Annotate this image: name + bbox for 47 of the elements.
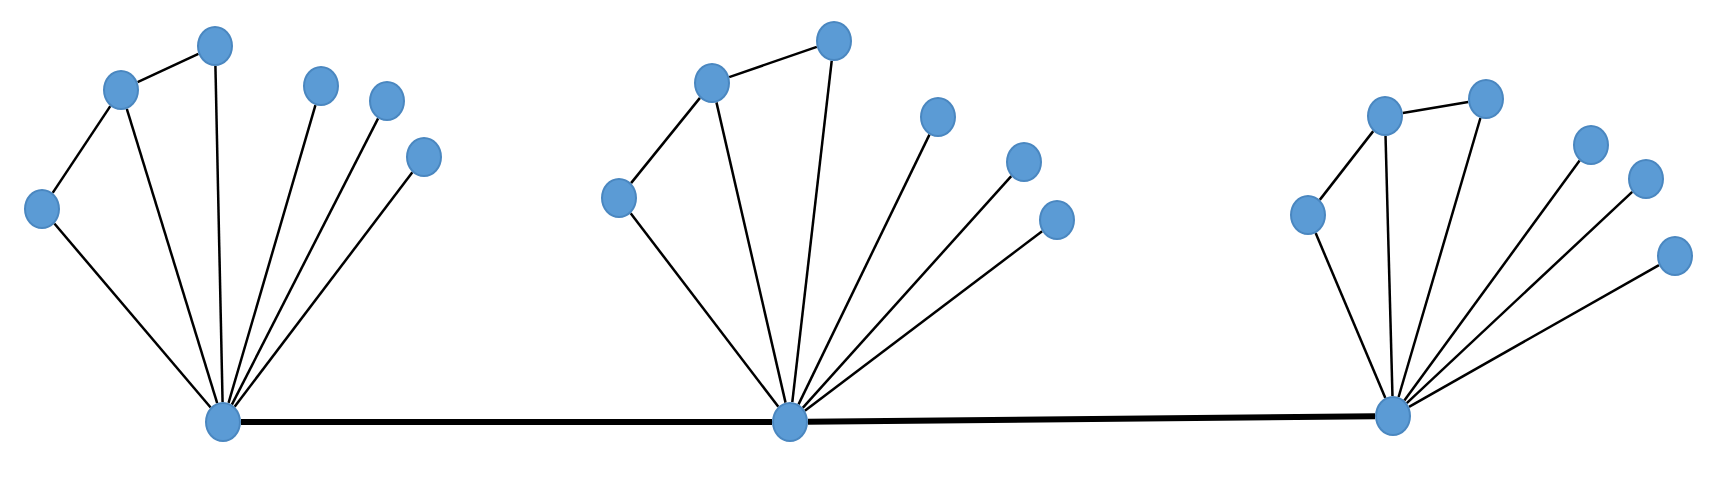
graph-node-circle <box>772 402 808 442</box>
connector-line <box>125 108 219 404</box>
graph-node-circle <box>205 402 241 442</box>
connector-line <box>137 52 199 84</box>
graph-node-circle <box>406 137 442 177</box>
graph-node-circle <box>601 178 637 218</box>
connector-line <box>230 117 380 406</box>
connector-line <box>1402 100 1469 115</box>
graph-node-circle <box>1468 79 1504 119</box>
connector-line <box>715 102 787 403</box>
graph-node-circle <box>816 21 852 61</box>
graph-node-circle <box>920 97 956 137</box>
graph-node-circle <box>103 70 139 110</box>
connector-line <box>629 212 780 408</box>
connector-line <box>233 171 414 408</box>
graph-node-circle <box>303 66 339 106</box>
graph-node-circle <box>1006 142 1042 182</box>
connector-line <box>1397 117 1482 398</box>
connector-line <box>728 45 818 79</box>
graph-node-circle <box>1039 200 1075 240</box>
connector-line <box>801 175 1013 409</box>
connector-line <box>1384 135 1394 397</box>
connector-line <box>797 134 931 405</box>
connector-line <box>1314 232 1387 399</box>
graph-node-circle <box>1657 236 1693 276</box>
connector-line <box>791 60 833 403</box>
graph-node-circle <box>197 26 233 66</box>
connector-line <box>53 222 212 409</box>
connector-line <box>1405 190 1634 405</box>
connector-line <box>227 104 317 404</box>
connector-line <box>1318 130 1375 201</box>
graph-node-circle <box>1628 159 1664 199</box>
graph-node-circle <box>1290 195 1326 235</box>
graph-node-circle <box>1375 396 1411 436</box>
graph-node-circle <box>694 63 730 103</box>
graph-node-circle <box>369 81 405 121</box>
graph-node-circle <box>1367 96 1403 136</box>
connector-line <box>1403 159 1581 402</box>
connector-line <box>214 65 224 403</box>
connector-line <box>241 419 772 425</box>
connector-line <box>804 230 1043 412</box>
connector-line <box>630 97 701 184</box>
connector-line <box>807 413 1376 425</box>
connector-line <box>1408 264 1660 408</box>
graph-node-circle <box>1573 125 1609 165</box>
connector-line <box>51 105 112 194</box>
graph-node-circle <box>24 189 60 229</box>
